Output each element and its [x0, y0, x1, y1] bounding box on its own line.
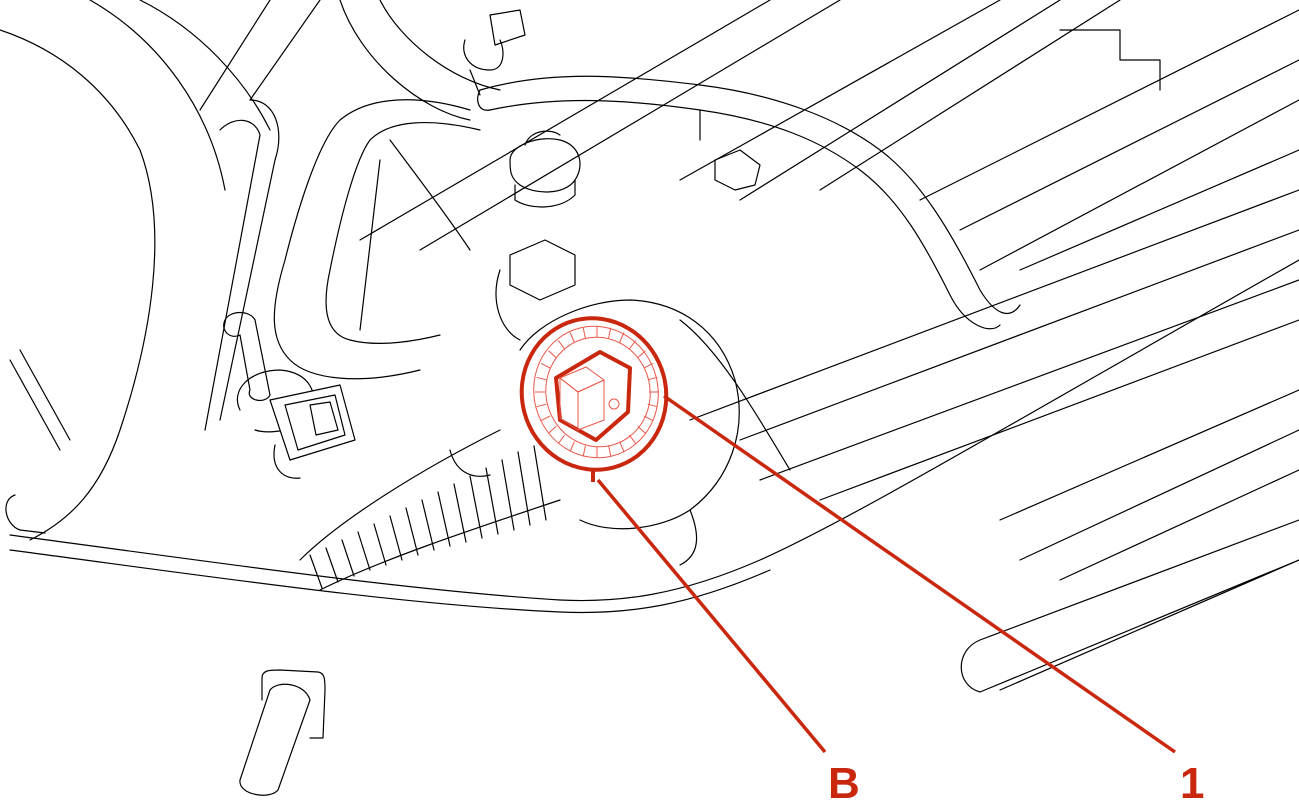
serration-tooth: [540, 415, 551, 422]
serration-tooth: [536, 403, 547, 408]
serration-tooth: [569, 332, 575, 343]
serration-tooth: [582, 327, 586, 339]
serration-tooth: [647, 403, 658, 408]
callout-1-label: 1: [1180, 759, 1204, 801]
serration-tooth: [619, 441, 625, 452]
serration-tooth: [608, 445, 612, 457]
serration-tooth: [647, 376, 658, 381]
serration-tooth: [643, 362, 654, 369]
serration-tooth: [540, 362, 551, 369]
callout-b-leader: [596, 478, 827, 754]
serration-tooth: [557, 340, 566, 350]
serration-tooth: [548, 350, 557, 359]
serration-tooth: [628, 340, 637, 350]
serration-tooth: [628, 434, 637, 444]
serration-tooth: [608, 327, 612, 339]
highlighted-plug: [519, 316, 669, 482]
serration-tooth: [582, 445, 586, 457]
serration-tooth: [569, 441, 575, 452]
serration-tooth: [637, 350, 646, 359]
plug-outer-ring: [519, 316, 669, 472]
callout-b-label: B: [828, 759, 860, 801]
hex-insert: [559, 366, 620, 431]
serration-tooth: [548, 425, 557, 434]
plug-serrations: [535, 326, 659, 458]
hex-socket: [554, 350, 632, 442]
serration-tooth: [643, 415, 654, 422]
serration-tooth: [637, 425, 646, 434]
serration-tooth: [619, 332, 625, 343]
callout-1-leader: [662, 394, 1177, 754]
callout-1: 1: [662, 394, 1204, 801]
callout-b: B: [596, 478, 860, 801]
serration-tooth: [536, 376, 547, 381]
serration-tooth: [557, 434, 566, 444]
